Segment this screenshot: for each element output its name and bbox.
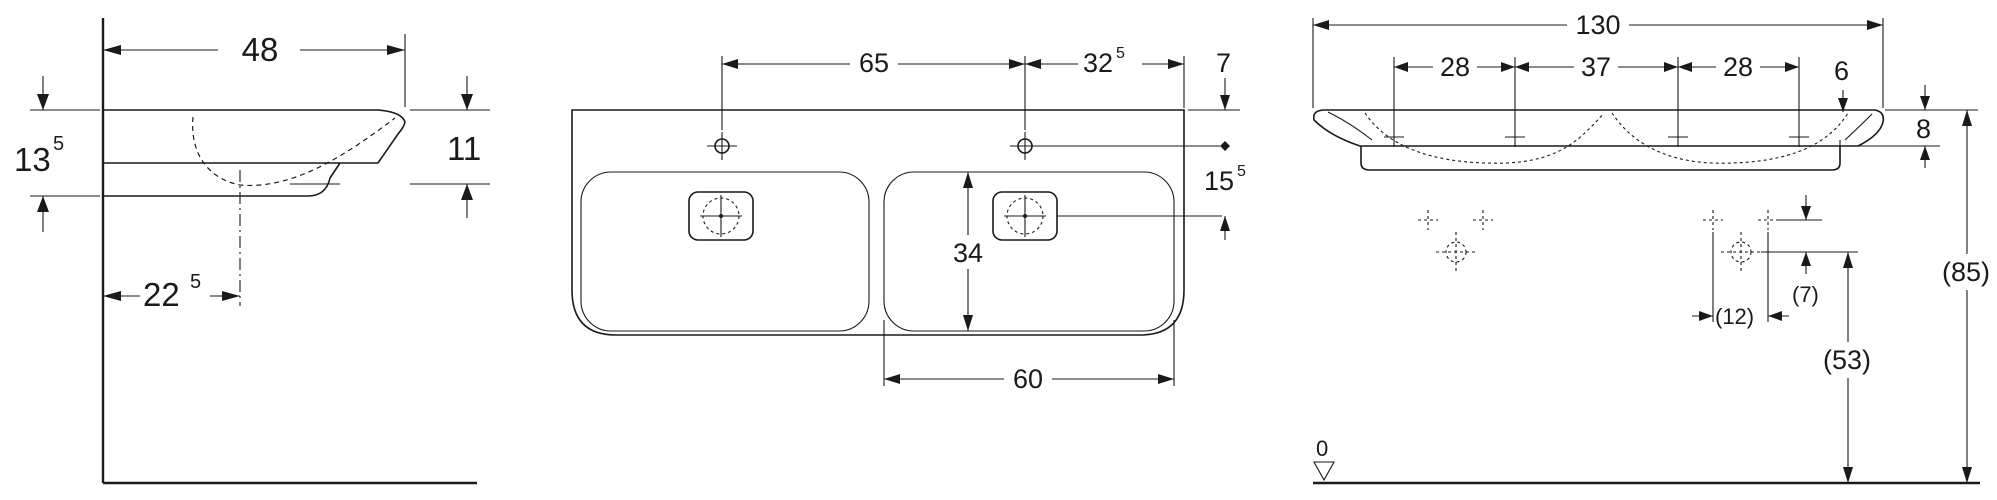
svg-text:5: 5 xyxy=(1116,45,1125,62)
dim-bowl-depth: 34 xyxy=(944,172,992,331)
dim-side-rim-height: 11 xyxy=(410,76,490,218)
dim-side-total-height-label: 13 xyxy=(14,141,51,178)
dim-overall-width-label: 130 xyxy=(1575,10,1620,40)
supply-connections-left xyxy=(1418,210,1493,272)
dim-bowl-gap-label: 37 xyxy=(1581,52,1611,82)
dim-tap-to-edge: 32 5 xyxy=(1025,45,1185,108)
dim-tap-to-back: 7 xyxy=(1188,48,1240,111)
dim-side-rim-height-label: 11 xyxy=(447,130,481,167)
floor-level-label: 0 xyxy=(1316,436,1328,461)
dim-bowl-width: 60 xyxy=(883,320,1175,395)
dim-drain-height: (53) xyxy=(1822,252,1876,483)
dim-install-height: (85) xyxy=(1942,110,1997,483)
dim-overall-width: 130 xyxy=(1312,8,1884,108)
dim-bowl-right-label: 28 xyxy=(1723,52,1753,82)
dim-tap-to-bowl: 15 5 xyxy=(1057,163,1246,240)
front-view: 130 28 37 28 6 xyxy=(1312,8,1997,485)
dim-drain-offset: (7) xyxy=(1792,195,1819,307)
dim-install-height-label: (85) xyxy=(1942,257,1990,287)
svg-text:5: 5 xyxy=(190,271,201,293)
dim-side-total-height: 13 5 xyxy=(14,76,100,232)
right-drain xyxy=(992,191,1058,241)
dim-tap-drop-label: 6 xyxy=(1834,56,1849,86)
dim-rim-thickness: 8 xyxy=(1845,85,1978,168)
side-view: 48 13 5 11 22 xyxy=(14,18,490,485)
dim-bowl-depth-label: 34 xyxy=(953,238,983,268)
dim-tap-drop: 6 xyxy=(1834,56,1849,112)
left-drain xyxy=(688,191,754,241)
dim-tap-to-back-label: 7 xyxy=(1216,48,1231,78)
dim-drain-height-label: (53) xyxy=(1823,345,1871,375)
dim-tap-spacing-label: 65 xyxy=(859,48,889,78)
dim-tap-spacing: 65 xyxy=(722,46,1025,80)
rim-markers xyxy=(1384,127,1809,147)
basin-side-profile xyxy=(103,109,406,306)
dim-side-width: 48 xyxy=(103,28,406,107)
svg-text:5: 5 xyxy=(53,133,64,155)
dim-bowl-left-label: 28 xyxy=(1440,52,1470,82)
top-view: 65 32 5 7 15 5 xyxy=(571,45,1246,395)
dim-drain-offset-label: (7) xyxy=(1792,282,1819,307)
supply-connections-right xyxy=(1703,210,1858,322)
basin-front-profile xyxy=(1312,109,1885,171)
dim-drain-spacing: (12) xyxy=(1692,304,1789,329)
dim-rim-thickness-label: 8 xyxy=(1916,114,1931,144)
dim-side-width-label: 48 xyxy=(242,31,279,68)
dim-side-drain-offset-label: 22 xyxy=(143,276,180,313)
left-tap-hole xyxy=(707,56,737,160)
dim-bowl-width-label: 60 xyxy=(1013,364,1043,394)
floor-level-marker: 0 xyxy=(1313,436,1335,482)
dim-drain-spacing-label: (12) xyxy=(1715,304,1754,329)
basin-top-outline xyxy=(571,109,1185,336)
svg-text:5: 5 xyxy=(1237,163,1246,180)
dim-tap-to-edge-label: 32 xyxy=(1083,48,1113,78)
dim-side-drain-offset: 22 5 xyxy=(103,271,240,318)
right-bowl xyxy=(883,171,1175,332)
dim-tap-to-bowl-label: 15 xyxy=(1204,166,1234,196)
dim-tap-spacing-chain: 28 37 28 xyxy=(1393,50,1800,127)
right-tap-hole xyxy=(1010,56,1230,160)
left-bowl xyxy=(580,171,870,332)
